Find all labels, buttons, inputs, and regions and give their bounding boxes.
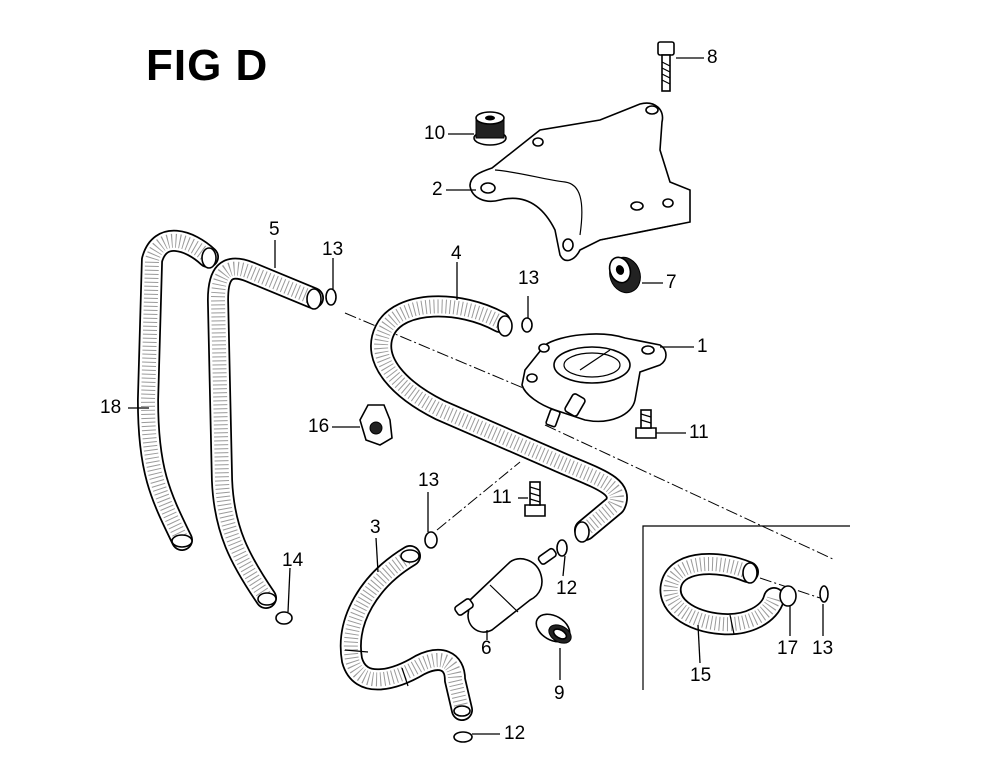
clip-14: [275, 611, 293, 625]
callout-2: 2: [432, 179, 443, 200]
callout-9: 9: [554, 683, 565, 704]
callout-1: 1: [697, 336, 708, 357]
callout-10: 10: [424, 123, 445, 144]
clip-rings: [275, 288, 829, 743]
callout-18: 18: [100, 397, 121, 418]
clip-13c: [424, 531, 438, 549]
inset-frame: [642, 525, 850, 690]
callout-13-a: 13: [322, 239, 343, 260]
hose-4: [370, 295, 628, 543]
hose-3: [339, 545, 473, 721]
screw-11-right: [635, 409, 657, 439]
callout-11-middle: 11: [492, 487, 512, 508]
clip-13d: [819, 585, 829, 603]
clip-17: [779, 585, 797, 607]
callout-7: 7: [666, 272, 677, 293]
hose-18: [137, 229, 219, 551]
callout-5: 5: [269, 219, 280, 240]
hose-15: [659, 553, 785, 636]
callout-13-b: 13: [518, 268, 539, 289]
callout-3: 3: [370, 517, 381, 538]
clip-13b: [521, 317, 533, 333]
clip-12a: [556, 539, 568, 557]
grommet-10: [473, 111, 507, 146]
screw-11-middle: [524, 481, 546, 517]
leader-lines: [128, 57, 824, 735]
fuel-pump-1: [521, 333, 667, 428]
callout-14: 14: [282, 550, 304, 571]
hose-5: [207, 257, 324, 609]
bracket-2: [469, 102, 691, 262]
callout-13-d: 13: [812, 638, 833, 659]
callout-17: 17: [777, 638, 798, 659]
clamp-9: [535, 613, 572, 644]
figure-title: FIG D: [146, 41, 269, 90]
bolt-8: [657, 41, 675, 92]
callout-12-b: 12: [504, 723, 525, 744]
callout-12-a: 12: [556, 578, 577, 599]
callout-11-right: 11: [689, 422, 709, 443]
clip-16: [359, 404, 393, 446]
clip-13a: [325, 288, 337, 306]
grommet-7: [608, 256, 641, 294]
callout-4: 4: [451, 243, 462, 264]
callout-8: 8: [707, 47, 718, 68]
callout-6: 6: [481, 638, 492, 659]
clip-12b: [453, 731, 473, 743]
callout-15: 15: [690, 665, 711, 686]
callout-16: 16: [308, 416, 329, 437]
callouts: 8 10 2 7 1 11 11 5 13 4 13 18 16 13 3 14…: [100, 47, 833, 744]
callout-13-c: 13: [418, 470, 439, 491]
fuel-filter-6: [454, 547, 557, 633]
